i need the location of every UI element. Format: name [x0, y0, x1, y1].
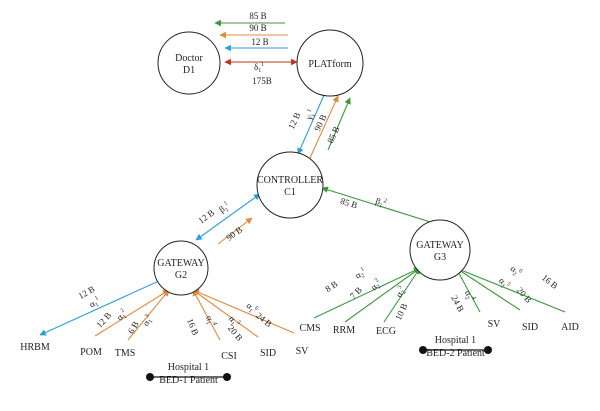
node-doctor — [157, 31, 221, 95]
bed-1-left-dot — [146, 373, 154, 381]
leaf-g2-sv: SV — [296, 346, 310, 357]
node-gateway-g2 — [153, 240, 209, 296]
label-g3-ecg-alpha: α23 — [393, 285, 408, 300]
edge-g3-rrm — [344, 267, 421, 323]
bed-1-line-1: Hospital 1 — [168, 362, 209, 373]
label-g3-sv-size: 24 B — [449, 294, 466, 314]
label-beta-2: β12 — [374, 196, 388, 211]
node-gateway-g3 — [409, 219, 471, 281]
edge-g2-hrbm — [39, 279, 162, 336]
label-g2-tms-alpha: α13 — [140, 313, 156, 328]
label-85b-cp: 85 B — [325, 125, 341, 145]
edge-g2-pom — [94, 289, 170, 337]
label-g2-sv-size: 24 B — [254, 310, 274, 329]
node-gateway-g3-label-line-1: GATEWAY — [416, 240, 463, 251]
edge-g2-controller-orange — [217, 217, 253, 245]
leaf-g3-sv: SV — [488, 319, 502, 330]
label-g2-sid-alpha: α15 — [225, 314, 241, 330]
edge-g3-ecg — [383, 267, 421, 323]
label-90b-top: 90 B — [249, 23, 266, 33]
edge-controller-platform-blue — [297, 85, 329, 155]
edge-g2-controller-blue — [195, 193, 261, 241]
edge-g3-aid — [455, 267, 566, 313]
node-gateway-g2-label-line-1: GATEWAY — [157, 258, 204, 269]
leaf-g2-sid: SID — [260, 348, 276, 359]
edge-g2-tms — [127, 289, 170, 341]
label-90b-g2c: 90 B — [224, 224, 244, 242]
leaf-g2-tms: TMS — [115, 348, 136, 359]
label-beta-1: β11 — [217, 200, 232, 216]
label-g2-sv-alpha: α16 — [243, 300, 259, 316]
label-85b-g3c: 85 B — [339, 196, 359, 211]
node-platform — [296, 29, 364, 97]
node-doctor-label-line-2: D1 — [183, 65, 195, 76]
label-gamma: γ11 — [303, 108, 318, 123]
node-controller — [256, 151, 324, 219]
label-175b: 175B — [252, 76, 272, 86]
label-g3-cms-size: 8 B — [323, 279, 339, 294]
label-g3-aid-alpha: α26 — [507, 263, 523, 279]
label-delta: δ11 — [254, 62, 264, 74]
leaf-g3-aid: AID — [561, 322, 579, 333]
label-g3-aid-size: 16 B — [540, 272, 560, 291]
label-g2-csi-alpha: α14 — [202, 314, 217, 328]
node-gateway-g3-label-line-2: G3 — [434, 252, 446, 263]
label-g2-pom-alpha: α12 — [114, 308, 130, 324]
leaf-g2-hrbm: HRBM — [20, 342, 50, 353]
edge-g2-sv — [192, 289, 295, 334]
edge-controller-platform-orange — [309, 95, 339, 159]
node-controller-label-line-1: CONTROLLER — [257, 175, 323, 186]
leaf-g3-rrm: RRM — [333, 325, 355, 336]
label-12b-top: 12 B — [251, 37, 268, 47]
edge-g2-csi — [192, 289, 221, 341]
label-g2-tms-size: 6 B — [126, 319, 141, 335]
label-85b-top: 85 B — [249, 11, 266, 21]
label-g2-sid-size: 20 B — [226, 323, 245, 343]
label-g3-rrm-alpha: α22 — [369, 278, 385, 294]
node-platform-label-line-1: PLATform — [308, 59, 352, 70]
bed-1-right-dot — [223, 373, 231, 381]
leaf-g3-ecg: ECG — [376, 326, 396, 337]
label-g3-rrm-size: 7 B — [348, 285, 364, 301]
edge-g3-sid — [455, 267, 521, 311]
label-g3-cms-alpha: α21 — [353, 266, 368, 282]
label-g2-csi-size: 16 B — [185, 317, 201, 337]
edge-g3-cms — [313, 267, 421, 319]
edge-g2-sid — [192, 289, 259, 338]
bed-2-line-1: Hospital 1 — [435, 335, 476, 346]
leaf-g3-cms: CMS — [299, 323, 320, 334]
bed-2-left-dot — [419, 346, 427, 354]
edge-g3-controller-green — [321, 186, 441, 226]
leaf-g2-pom: POM — [80, 347, 102, 358]
bed-1-line-2: BED-1 Patient — [159, 375, 218, 386]
label-12b-g2c: 12 B — [196, 207, 216, 225]
node-gateway-g2-label-line-2: G2 — [175, 270, 187, 281]
node-doctor-label-line-1: Doctor — [175, 53, 203, 64]
label-g2-hrbm-alpha: α11 — [87, 295, 102, 311]
edge-controller-platform-green — [327, 97, 351, 151]
bed-2-line-2: BED-2 Patient — [426, 348, 485, 359]
bed-2-right-dot — [484, 346, 492, 354]
leaf-g3-sid: SID — [522, 322, 538, 333]
label-g3-sv-alpha: α24 — [461, 289, 477, 304]
node-controller-label-line-2: C1 — [284, 187, 296, 198]
label-12b-cp: 12 B — [286, 111, 302, 131]
leaf-g2-csi: CSI — [221, 351, 237, 362]
label-g2-hrbm-size: 12 B — [77, 284, 97, 301]
edge-g3-sv — [455, 267, 481, 313]
